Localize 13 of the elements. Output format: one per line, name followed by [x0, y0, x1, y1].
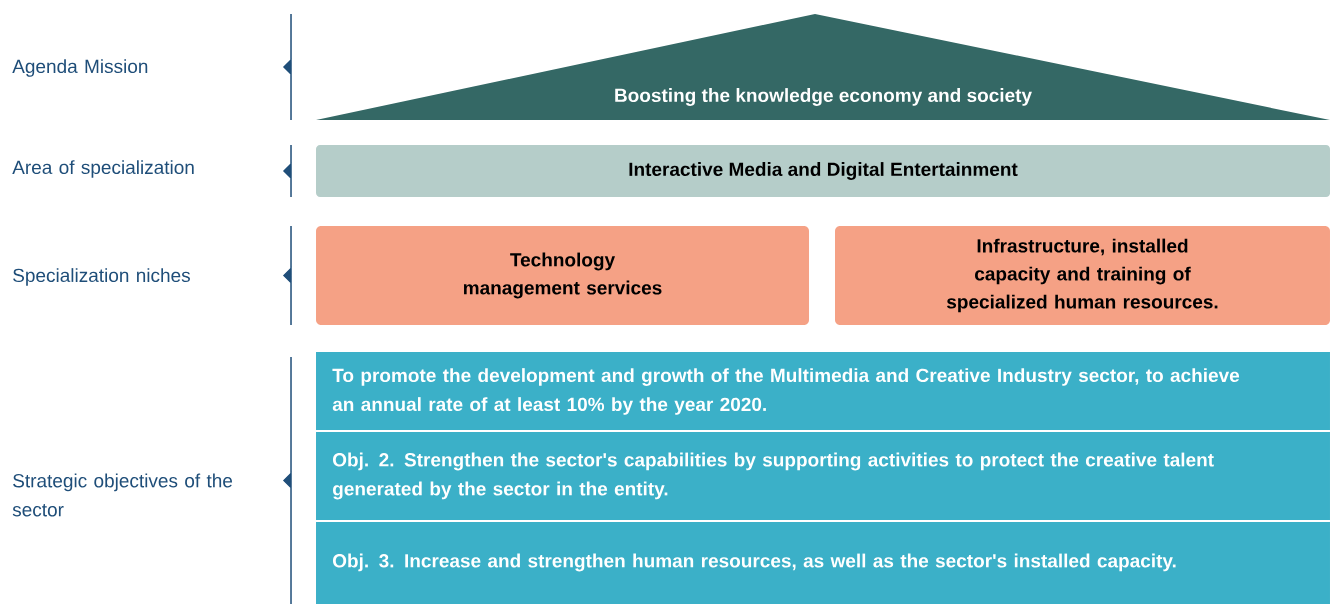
row-label: Agenda Mission — [12, 59, 148, 77]
objective-row: Obj. 2. Strengthen the sector's capabilities by supporting activities to protect the creative talent generated by the sector in the entity. — [315, 430, 1330, 521]
node-label: Obj. 2. Strengthen the sector's capabilities by supporting activities to protect the creative talent generated by the sector in the entity. — [333, 452, 1214, 500]
mission-triangle: Boosting the knowledge economy and society — [316, 14, 1330, 120]
objective-row: Obj. 3. Increase and strengthen human resources, as well as the sector's installed capacity. — [315, 520, 1330, 604]
row-label: Area of specialization — [12, 160, 194, 178]
row-label: Strategic objectives of the sector — [12, 473, 233, 517]
niche-box: Technology management services — [316, 226, 809, 325]
specialization-band: Interactive Media and Digital Entertainment — [316, 145, 1330, 197]
row-label: Specialization niches — [13, 268, 190, 286]
niche-box: Infrastructure, installed capacity and training of specialized human resources. — [835, 226, 1330, 325]
node-label: To promote the development and growth of the Multimedia and Creative Industry sector, to achieve an annual rate of at least 10% by the year 2020. — [332, 368, 1240, 415]
objective-row: To promote the development and growth of the Multimedia and Creative Industry sector, to achieve an annual rate of at least 10% by the year 2020. — [316, 352, 1330, 431]
